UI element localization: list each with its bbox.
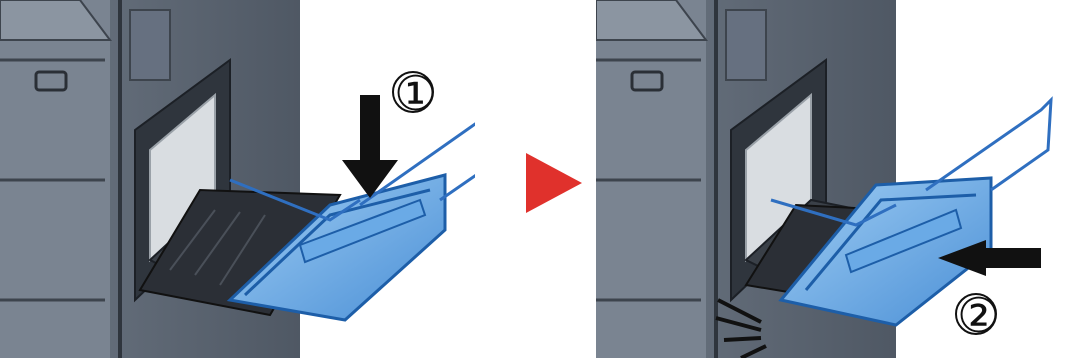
next-step-arrow-icon (524, 153, 584, 213)
step-1-panel: ① (0, 0, 475, 358)
step-2-marker: ② (957, 288, 1000, 344)
step-1-illustration: ① (0, 0, 475, 358)
tray-extension-wire (926, 100, 1051, 190)
step-2-panel: ② (596, 0, 1071, 358)
step-2-illustration: ② (596, 0, 1071, 358)
step-1-marker: ① (394, 66, 437, 122)
